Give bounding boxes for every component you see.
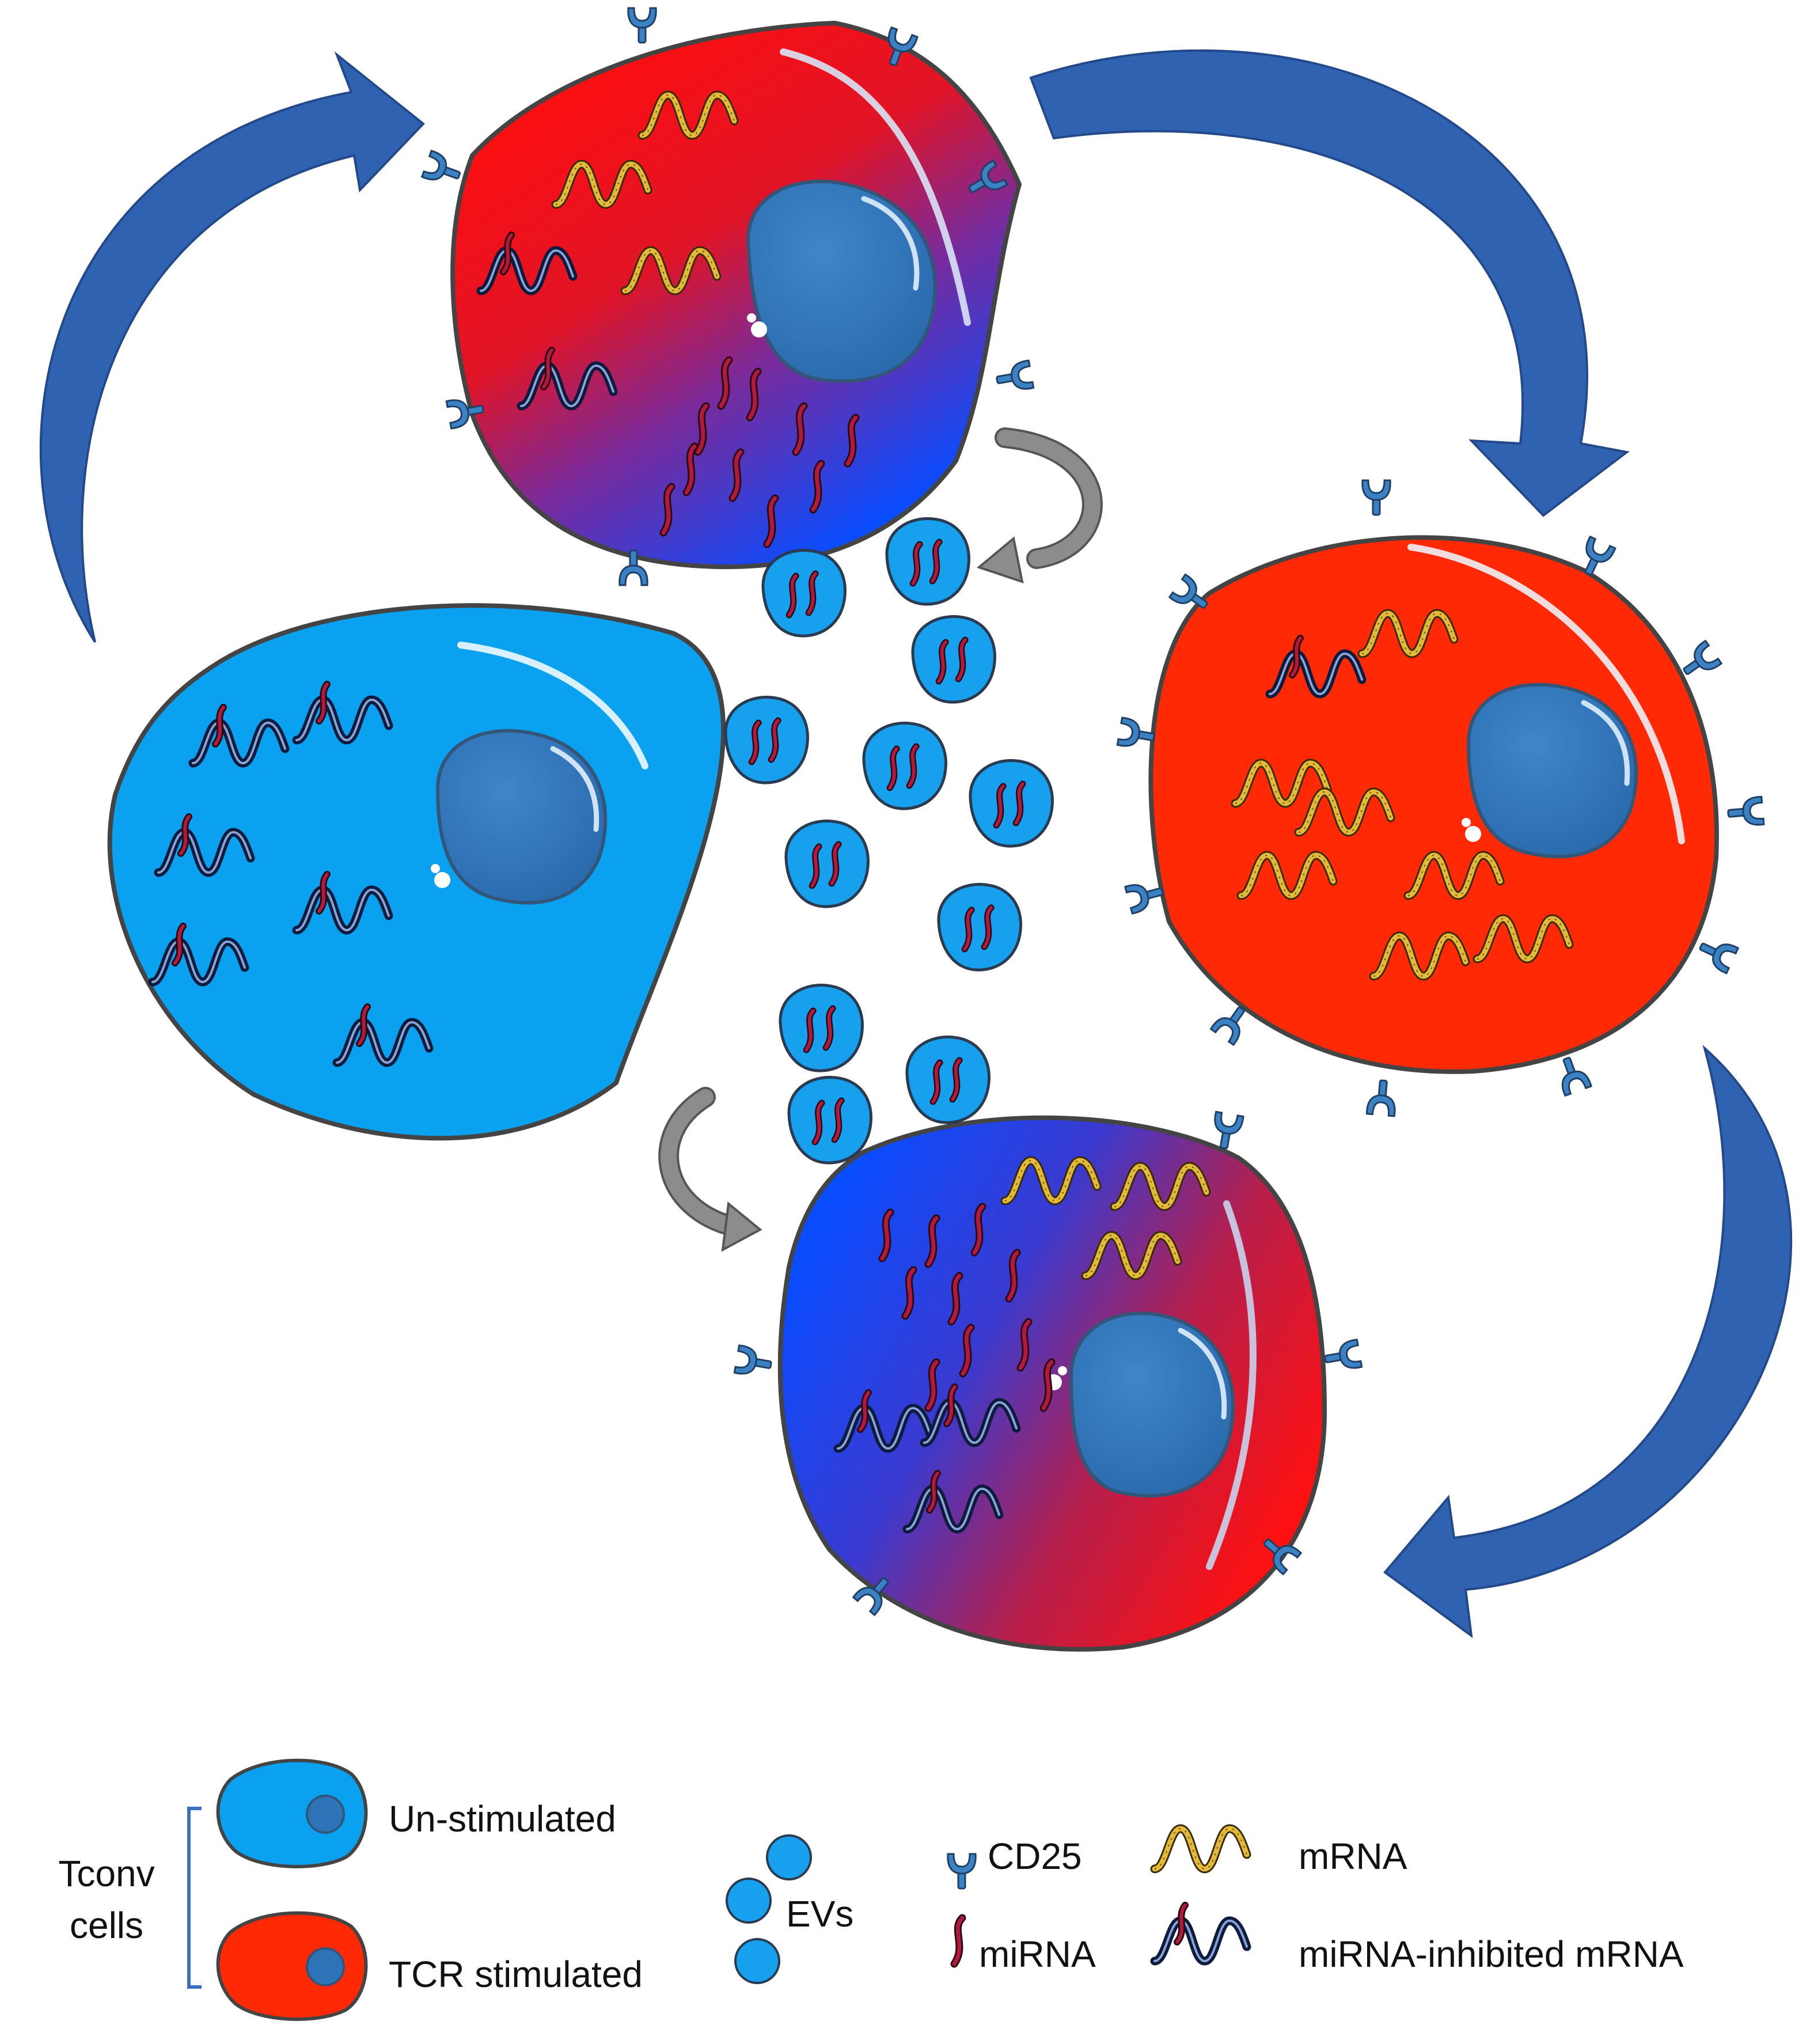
cell-left-unstimulated bbox=[107, 603, 726, 1141]
nucleus-left bbox=[431, 729, 608, 905]
legend-mrna-label: mRNA bbox=[1299, 1836, 1407, 1877]
ev-vesicle bbox=[864, 723, 946, 809]
ev-vesicle bbox=[887, 519, 969, 605]
cycle-arrow-top-right bbox=[1029, 49, 1630, 517]
ev-vesicle bbox=[913, 617, 995, 703]
legend-stimulated-cell-icon bbox=[216, 1911, 368, 2021]
legend-cd25-label: CD25 bbox=[988, 1836, 1082, 1877]
nucleus-bottom bbox=[1046, 1311, 1235, 1498]
legend-inhibited-mrna-label: miRNA-inhibited mRNA bbox=[1299, 1933, 1684, 1975]
ev-vesicle bbox=[789, 1078, 871, 1163]
cell-bottom-mixed bbox=[777, 1115, 1327, 1652]
cycle-arrow-left bbox=[39, 51, 425, 643]
cell-right-stimulated bbox=[1148, 535, 1719, 1074]
nucleus-top bbox=[746, 179, 937, 383]
legend-bracket bbox=[187, 1807, 202, 1989]
legend-mirna-label: miRNA bbox=[979, 1933, 1096, 1975]
ev-vesicle bbox=[907, 1037, 989, 1123]
transfer-arrow-bottom bbox=[658, 1087, 762, 1252]
legend: Tconv cells Un-stimulated TCR stimulated… bbox=[58, 1758, 1684, 2021]
ev-stream bbox=[726, 519, 1053, 1163]
mirna-strand-icon bbox=[954, 1918, 962, 1964]
mrna-wave-icon bbox=[1155, 1829, 1247, 1869]
ev-vesicle bbox=[786, 821, 868, 907]
legend-tcr-stimulated-label: TCR stimulated bbox=[389, 1954, 643, 1995]
legend-group-label-2: cells bbox=[70, 1905, 143, 1946]
ev-vesicle bbox=[939, 885, 1021, 970]
legend-evs-label: EVs bbox=[786, 1893, 853, 1935]
nucleus-right bbox=[1462, 682, 1638, 859]
cycle-arrow-bottom-right bbox=[1383, 1045, 1793, 1639]
legend-unstimulated-label: Un-stimulated bbox=[389, 1798, 616, 1840]
transfer-arrow-top bbox=[976, 427, 1103, 583]
ev-vesicle bbox=[763, 551, 845, 636]
legend-unstimulated-cell-icon bbox=[216, 1758, 368, 1868]
inhibited-mrna-icon bbox=[1155, 1905, 1247, 1961]
cell-top-mixed bbox=[450, 20, 1022, 570]
cd25-receptor-icon bbox=[947, 1853, 977, 1890]
ev-vesicle bbox=[780, 985, 863, 1071]
ev-vesicle bbox=[726, 697, 808, 783]
legend-group-label: Tconv bbox=[58, 1853, 154, 1894]
ev-vesicle bbox=[970, 761, 1053, 847]
